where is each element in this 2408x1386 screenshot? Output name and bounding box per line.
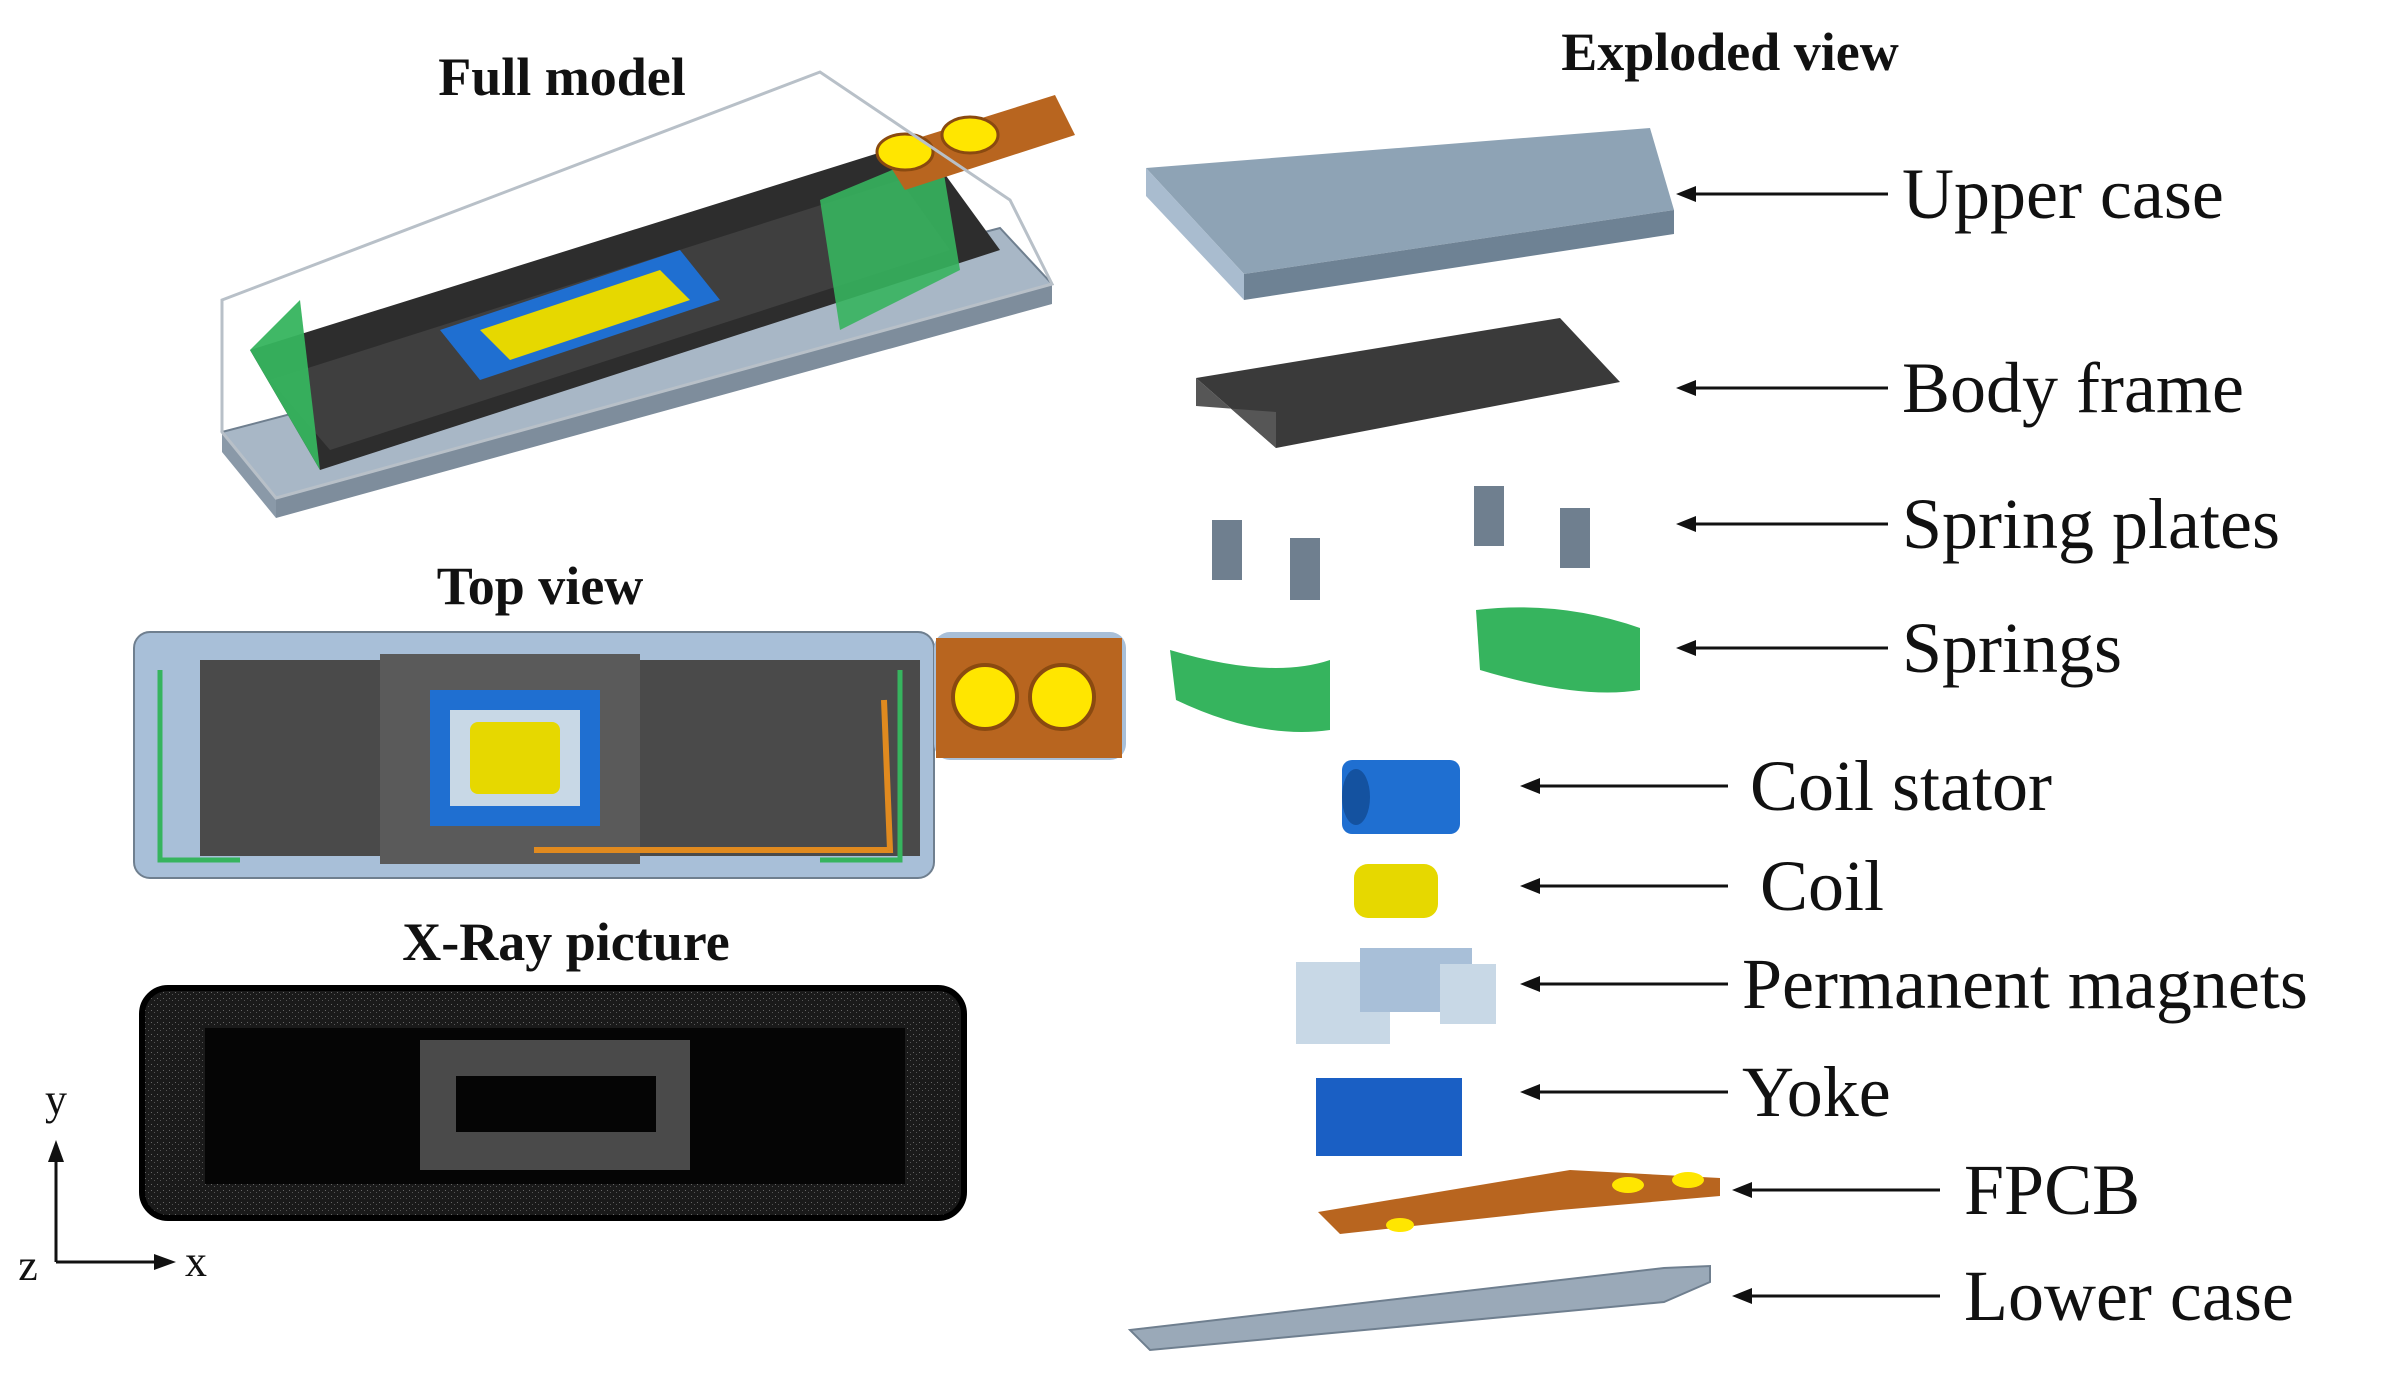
- yoke-part: [1316, 1078, 1462, 1156]
- body-frame-arrowhead: [1676, 380, 1696, 396]
- yoke-arrowhead: [1520, 1084, 1540, 1100]
- body-frame-label: Body frame: [1902, 348, 2244, 428]
- springs-label: Springs: [1902, 608, 2122, 688]
- coil-stator-arrowhead: [1520, 778, 1540, 794]
- permanent-magnets-arrowhead: [1520, 976, 1540, 992]
- axis-y-label: y: [45, 1075, 67, 1124]
- spring-plates-part: [1212, 486, 1590, 600]
- coil-stator-part: [1342, 760, 1460, 834]
- coil-stator-label: Coil stator: [1750, 746, 2052, 826]
- permanent-magnets-part: [1296, 948, 1496, 1044]
- axis-x-label: x: [185, 1237, 207, 1286]
- coil-label: Coil: [1760, 846, 1884, 926]
- yoke-label: Yoke: [1742, 1052, 1891, 1132]
- fpcb-arrowhead: [1732, 1182, 1752, 1198]
- upper-case-part: [1146, 128, 1674, 300]
- lower-case-part: [1127, 1264, 1711, 1352]
- upper-case-label: Upper case: [1902, 154, 2224, 234]
- full-model-title: Full model: [438, 47, 686, 107]
- spring-plates-label: Spring plates: [1902, 484, 2280, 564]
- springs-arrowhead: [1676, 640, 1696, 656]
- xray-title: X-Ray picture: [402, 912, 729, 972]
- axis-z-label: z: [18, 1241, 38, 1290]
- coil-part: [1354, 864, 1438, 918]
- coil-arrowhead: [1520, 878, 1540, 894]
- spring-plates-arrowhead: [1676, 516, 1696, 532]
- full-model-render: [220, 70, 1075, 518]
- body-frame-part: [1196, 318, 1620, 448]
- axis-indicator: y z x: [18, 1075, 207, 1290]
- xray-render: [139, 985, 967, 1221]
- springs-part: [1170, 607, 1640, 732]
- lower-case-label: Lower case: [1964, 1256, 2294, 1336]
- fpcb-label: FPCB: [1964, 1150, 2140, 1230]
- permanent-magnets-label: Permanent magnets: [1742, 944, 2308, 1024]
- top-view-title: Top view: [437, 556, 644, 616]
- top-view-render: [133, 631, 1126, 879]
- fpcb-part: [1318, 1170, 1720, 1234]
- exploded-view-title: Exploded view: [1561, 22, 1899, 82]
- upper-case-arrowhead: [1676, 186, 1696, 202]
- lower-case-arrowhead: [1732, 1288, 1752, 1304]
